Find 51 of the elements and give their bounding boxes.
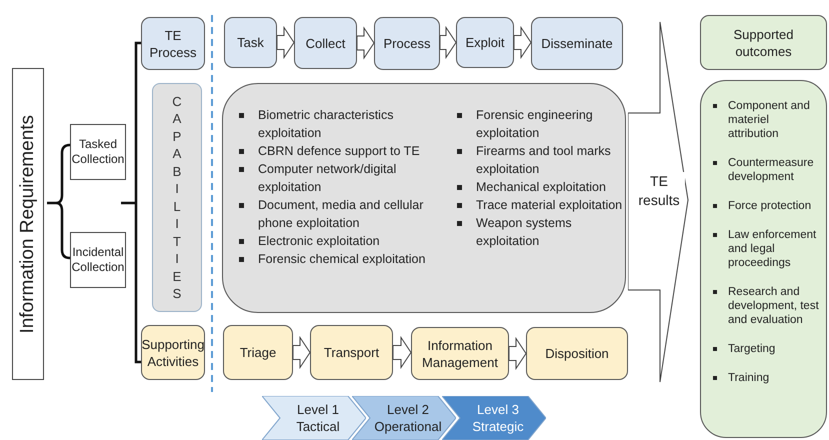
capability-item: Forensic engineering exploitation [476,107,594,142]
level-label: Level 1 Tactical [295,401,341,435]
capability-item: Firearms and tool marks exploitation [476,143,612,178]
block-arrow [508,336,527,370]
level-band [442,396,546,440]
capability-item: Mechanical exploitation [476,179,606,196]
block-arrow [356,26,375,60]
title-box [12,68,44,380]
collection-box: Incidental Collection [70,232,126,288]
outcomes-header: Supported outcomes [700,15,827,70]
capability-item: Computer network/digital exploitation [258,161,398,196]
capability-item: Forensic chemical exploitation [258,251,426,268]
level-band [262,396,366,440]
level-band [352,396,456,440]
capability-item: CBRN defence support to TE [258,143,420,160]
process-box: Process [374,17,440,70]
block-arrow [440,26,457,60]
capability-item: Biometric characteristics exploitation [258,107,394,142]
level-label: Level 3 Strategic [471,401,525,435]
block-arrow [514,26,532,60]
outcome-item: Research and development, test and evaluation [728,285,820,327]
category-box: TE Process [141,17,205,70]
block-arrow [392,336,412,370]
capabilities-panel [222,83,626,313]
process-box: Exploit [456,17,514,68]
category-box: Supporting Activities [141,325,205,380]
outcome-item: Law enforcement and legal proceedings [728,228,818,270]
capability-item: Trace material exploitation [476,197,622,214]
block-arrow [292,336,311,370]
capability-item: Weapon systems exploitation [476,215,573,250]
outcome-item: Countermeasure development [728,156,815,184]
outcome-item: Training [728,371,770,385]
outcome-item: Force protection [728,199,812,213]
outcome-item: Component and materiel attribution [728,99,811,141]
collection-box: Tasked Collection [70,124,126,180]
process-box: Task [224,17,277,68]
level-label: Level 2 Operational [373,401,443,435]
title-text: Information Requirements [16,114,39,334]
outcome-item: Targeting [728,342,776,356]
process-box: Transport [310,325,393,380]
process-box: Disseminate [531,17,623,70]
process-box: Disposition [526,327,628,380]
process-box: Information Management [411,327,509,380]
vertical-label: CAPABILITIES [172,92,182,302]
category-box [152,83,202,312]
capability-item: Document, media and cellular phone exploitation [258,197,424,232]
process-box: Collect [294,17,357,69]
outcomes-panel [700,80,827,438]
process-box: Triage [223,325,293,380]
block-arrow [276,26,295,60]
capability-item: Electronic exploitation [258,233,380,250]
